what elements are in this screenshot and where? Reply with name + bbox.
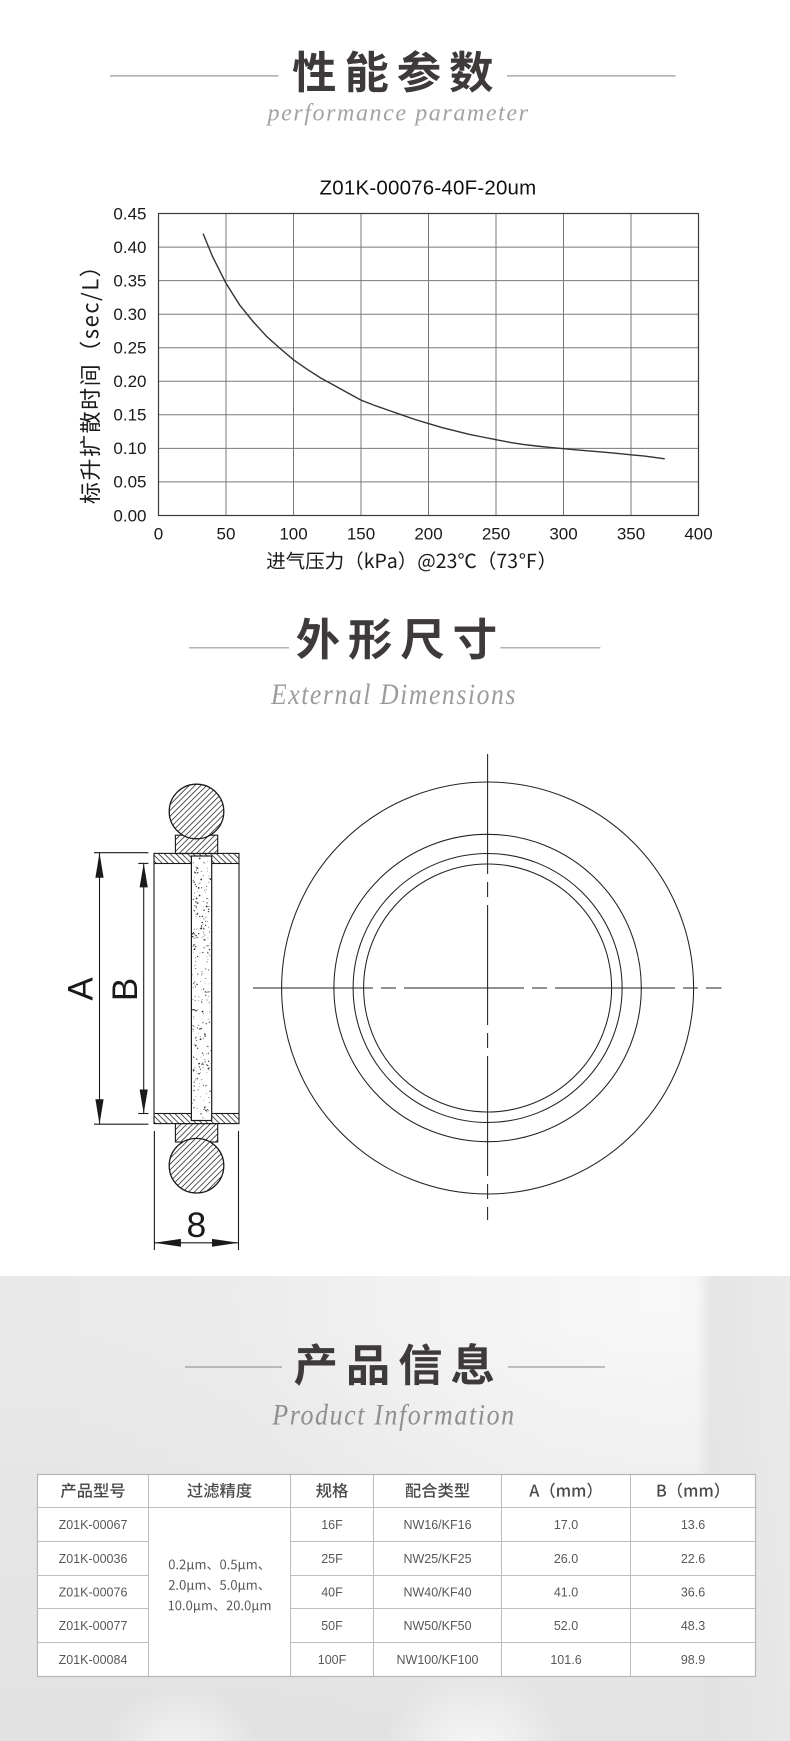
svg-text:50F: 50F: [321, 1619, 343, 1633]
svg-text:8: 8: [187, 1205, 207, 1245]
svg-text:100F: 100F: [318, 1653, 347, 1667]
svg-text:48.3: 48.3: [681, 1619, 705, 1633]
svg-text:52.0: 52.0: [554, 1619, 578, 1633]
svg-text:36.6: 36.6: [681, 1585, 705, 1599]
svg-text:Z01K-00076-40F-20um: Z01K-00076-40F-20um: [320, 177, 537, 200]
svg-text:0.05: 0.05: [113, 473, 146, 492]
svg-text:0.10: 0.10: [113, 439, 146, 458]
svg-text:NW16/KF16: NW16/KF16: [403, 1518, 471, 1532]
svg-text:0.20: 0.20: [113, 372, 146, 391]
svg-text:17.0: 17.0: [554, 1518, 578, 1532]
svg-text:16F: 16F: [321, 1518, 343, 1532]
svg-text:A: A: [61, 977, 100, 1001]
svg-text:Z01K-00077: Z01K-00077: [59, 1619, 128, 1633]
svg-text:NW100/KF100: NW100/KF100: [397, 1653, 479, 1667]
svg-text:300: 300: [549, 525, 577, 544]
svg-text:0.35: 0.35: [113, 271, 146, 290]
svg-text:98.9: 98.9: [681, 1653, 705, 1667]
svg-text:101.6: 101.6: [550, 1653, 581, 1667]
svg-text:41.0: 41.0: [554, 1585, 578, 1599]
svg-text:NW40/KF40: NW40/KF40: [403, 1585, 471, 1599]
svg-text:NW25/KF25: NW25/KF25: [403, 1552, 471, 1566]
svg-text:performance parameter: performance parameter: [266, 100, 530, 127]
svg-text:200: 200: [414, 525, 442, 544]
svg-text:External Dimensions: External Dimensions: [270, 679, 517, 711]
svg-text:350: 350: [617, 525, 645, 544]
svg-text:0.15: 0.15: [113, 406, 146, 425]
svg-text:26.0: 26.0: [554, 1552, 578, 1566]
svg-text:25F: 25F: [321, 1552, 343, 1566]
svg-text:Z01K-00076: Z01K-00076: [59, 1585, 128, 1599]
svg-text:Z01K-00084: Z01K-00084: [59, 1653, 128, 1667]
svg-text:Product Information: Product Information: [271, 1399, 515, 1431]
svg-text:B: B: [106, 978, 145, 1001]
svg-text:NW50/KF50: NW50/KF50: [403, 1619, 471, 1633]
svg-text:0.25: 0.25: [113, 339, 146, 358]
svg-text:Z01K-00036: Z01K-00036: [59, 1552, 128, 1566]
svg-text:40F: 40F: [321, 1585, 343, 1599]
svg-text:0.00: 0.00: [113, 506, 146, 525]
svg-text:0.30: 0.30: [113, 305, 146, 324]
svg-text:100: 100: [279, 525, 307, 544]
svg-text:0: 0: [154, 525, 163, 544]
svg-text:150: 150: [347, 525, 375, 544]
svg-text:50: 50: [217, 525, 236, 544]
svg-text:Z01K-00067: Z01K-00067: [59, 1518, 128, 1532]
svg-text:13.6: 13.6: [681, 1518, 705, 1532]
svg-text:250: 250: [482, 525, 510, 544]
svg-text:0.40: 0.40: [113, 238, 146, 257]
svg-text:400: 400: [684, 525, 712, 544]
svg-text:0.45: 0.45: [113, 204, 146, 223]
svg-text:22.6: 22.6: [681, 1552, 705, 1566]
